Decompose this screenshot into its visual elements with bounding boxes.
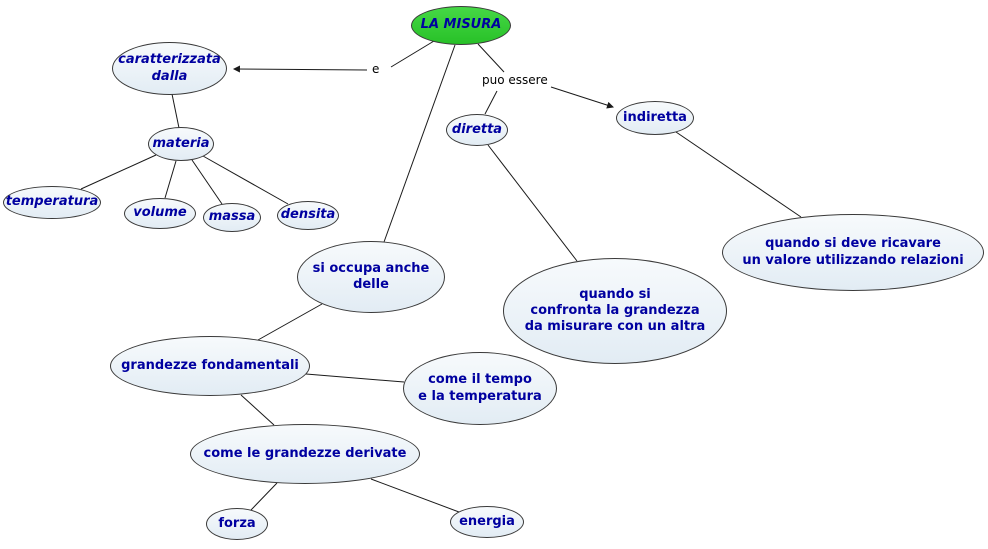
node-volume[interactable]: volume [124, 198, 196, 229]
edge-label-e[interactable]: e [372, 62, 380, 76]
edge-diretta-to-quando-si-confronta [487, 144, 578, 262]
edge-label-puo-essere[interactable]: puo essere [482, 73, 548, 87]
node-forza[interactable]: forza [206, 508, 268, 540]
edge-materia-to-massa [191, 159, 223, 205]
edge-indiretta-to-quando-si-deve-ricavare [675, 131, 802, 218]
edge-materia-to-volume [164, 160, 177, 199]
node-diretta[interactable]: diretta [446, 114, 508, 146]
node-caratterizzata-dalla[interactable]: caratterizzata dalla [112, 42, 227, 95]
node-massa[interactable]: massa [203, 203, 261, 232]
node-la-misura[interactable]: LA MISURA [411, 6, 511, 45]
edge-derivate-to-energia [370, 478, 460, 513]
node-come-il-tempo[interactable]: come il tempo e la temperatura [403, 352, 557, 425]
node-quando-si-confronta[interactable]: quando si confronta la grandezza da misu… [503, 258, 727, 364]
edge-la-misura-to-puo-essere [477, 43, 505, 73]
edge-si-occupa-to-grandezze-fondamentali [257, 303, 323, 341]
node-densita[interactable]: densita [277, 201, 339, 230]
edge-caratterizzata-to-materia [171, 93, 180, 129]
node-indiretta[interactable]: indiretta [616, 101, 694, 135]
edge-derivate-to-forza [250, 482, 278, 511]
edge-puo-essere-to-indiretta [550, 86, 614, 109]
edge-fondamentali-to-grandezze-derivate [240, 394, 275, 426]
node-materia[interactable]: materia [148, 127, 214, 161]
node-si-occupa-anche-delle[interactable]: si occupa anche delle [297, 241, 445, 313]
edge-puo-essere-to-diretta [484, 90, 498, 115]
node-temperatura[interactable]: temperatura [3, 186, 101, 219]
edge-la-misura-to-si-occupa [383, 44, 456, 243]
edge-fondamentali-to-come-il-tempo [305, 373, 405, 383]
node-quando-si-deve-ricavare[interactable]: quando si deve ricavare un valore utiliz… [722, 214, 984, 291]
node-grandezze-fondamentali[interactable]: grandezze fondamentali [110, 336, 310, 396]
edge-la-misura-to-e [390, 40, 435, 68]
edge-materia-to-temperatura [80, 154, 157, 190]
node-energia[interactable]: energia [450, 506, 524, 538]
edge-materia-to-densita [202, 155, 289, 205]
edge-e-to-caratterizzata-dalla [232, 65, 368, 73]
node-come-le-grandezze-derivate[interactable]: come le grandezze derivate [190, 424, 420, 484]
